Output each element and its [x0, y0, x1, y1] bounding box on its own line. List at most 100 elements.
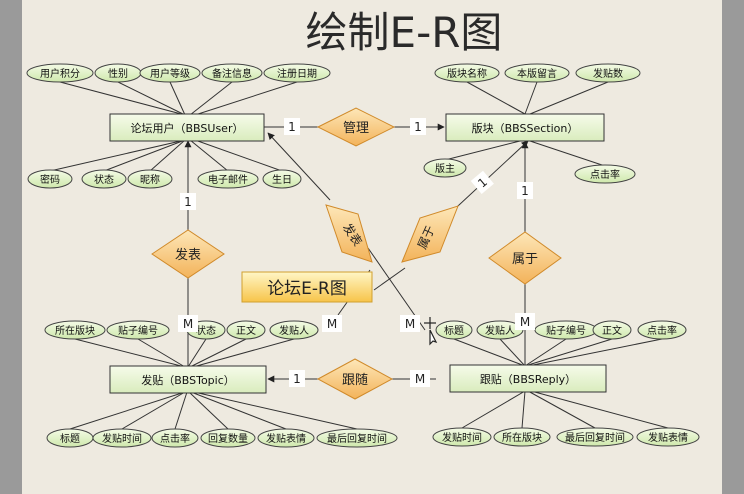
card-follow-reply: M	[415, 372, 425, 386]
attribute-reply-2: 贴子编号	[534, 320, 598, 340]
attribute-user-0: 用户积分	[26, 63, 94, 83]
attribute-label: 点击率	[160, 432, 190, 445]
attribute-label: 发贴数	[593, 67, 623, 80]
cardinality-labels: 1 1 1 M 1 M 1 M 1 M M	[178, 118, 535, 387]
legend-box: 论坛E-R图	[241, 271, 373, 303]
relation-publish: 发表	[151, 229, 225, 279]
attribute-reply-1: 发贴人	[476, 320, 524, 340]
attribute-reply-5: 发贴时间	[432, 427, 492, 447]
attribute-topic-8: 回复数量	[200, 428, 256, 448]
attribute-user-2: 用户等级	[139, 63, 201, 83]
attribute-label: 用户积分	[40, 67, 80, 80]
attribute-label: 生日	[272, 173, 292, 186]
attribute-user-3: 备注信息	[201, 63, 263, 83]
attribute-label: 版主	[435, 162, 455, 175]
attribute-topic-6: 发贴时间	[92, 428, 152, 448]
attribute-label: 昵称	[140, 173, 160, 186]
attribute-user-8: 电子邮件	[197, 169, 259, 189]
attribute-label: 密码	[40, 173, 60, 186]
relation-belong-reply-label: 属于	[512, 252, 538, 267]
attribute-label: 版块名称	[447, 67, 487, 80]
attribute-section-3: 版主	[423, 158, 467, 178]
card-diag-reply: M	[405, 317, 415, 331]
entity-user-label: 论坛用户（BBSUser）	[131, 121, 244, 135]
entity-topic-label: 发贴（BBSTopic）	[141, 373, 235, 387]
card-publish-topic: M	[183, 317, 193, 331]
entity-section-label: 版块（BBSSection）	[472, 121, 579, 135]
attribute-label: 性别	[108, 67, 128, 80]
attribute-label: 最后回复时间	[565, 431, 625, 444]
move-cursor-icon	[424, 317, 438, 346]
attribute-label: 状态	[94, 173, 114, 186]
attribute-topic-7: 点击率	[151, 428, 199, 448]
attribute-label: 本版留言	[517, 67, 557, 80]
relation-follow-label: 跟随	[342, 373, 368, 388]
relation-manage: 管理	[316, 107, 396, 147]
card-manage-user: 1	[288, 120, 296, 134]
attribute-label: 所在版块	[55, 324, 95, 337]
attribute-topic-4: 发贴人	[269, 320, 319, 340]
attribute-section-4: 点击率	[574, 164, 636, 184]
attribute-user-5: 密码	[27, 169, 73, 189]
attribute-label: 用户等级	[150, 67, 190, 80]
attribute-label: 电子邮件	[208, 173, 248, 186]
entity-topic-box: 发贴（BBSTopic）	[109, 365, 267, 394]
attribute-label: 正文	[602, 324, 622, 337]
attribute-label: 注册日期	[277, 67, 317, 80]
entity-section-box: 版块（BBSSection）	[445, 113, 605, 142]
card-publish-user: 1	[184, 195, 192, 209]
entity-reply-label: 跟贴（BBSReply）	[480, 372, 576, 386]
attribute-label: 点击率	[590, 168, 620, 181]
attribute-reply-4: 点击率	[637, 320, 687, 340]
relation-manage-label: 管理	[343, 121, 369, 136]
attribute-topic-0: 所在版块	[44, 320, 106, 340]
attribute-label: 正文	[236, 324, 256, 337]
card-manage-section: 1	[414, 120, 422, 134]
attribute-label: 发贴人	[485, 324, 515, 337]
attribute-topic-1: 贴子编号	[106, 320, 170, 340]
legend-label: 论坛E-R图	[267, 279, 347, 299]
page-title: 绘制E-R图	[306, 8, 503, 57]
relation-belong-diag: 属于	[401, 205, 459, 263]
entity-reply-box: 跟贴（BBSReply）	[449, 364, 607, 393]
attribute-reply-3: 正文	[592, 320, 632, 340]
attribute-topic-9: 发贴表情	[257, 428, 315, 448]
attribute-label: 所在版块	[502, 431, 542, 444]
attribute-group: 用户积分性别用户等级备注信息注册日期密码状态昵称电子邮件生日版块名称本版留言发贴…	[26, 63, 700, 448]
attribute-user-4: 注册日期	[263, 63, 331, 83]
attribute-label: 状态	[196, 324, 216, 337]
attribute-label: 贴子编号	[118, 324, 158, 337]
attribute-section-2: 发贴数	[575, 63, 641, 83]
attribute-label: 最后回复时间	[327, 432, 387, 445]
attribute-reply-8: 发贴表情	[636, 427, 700, 447]
relation-publish-diag: 发表	[325, 204, 373, 263]
attribute-user-9: 生日	[262, 169, 302, 189]
card-belong-reply: M	[520, 315, 530, 329]
attribute-topic-3: 正文	[226, 320, 266, 340]
attribute-user-7: 昵称	[127, 169, 173, 189]
relation-follow: 跟随	[316, 358, 394, 400]
attribute-reply-7: 最后回复时间	[556, 427, 634, 447]
card-diag-topic: M	[327, 317, 337, 331]
attribute-reply-6: 所在版块	[493, 427, 551, 447]
attribute-label: 回复数量	[208, 432, 248, 445]
relation-belong-reply: 属于	[488, 231, 562, 285]
relation-publish-label: 发表	[175, 247, 201, 263]
attribute-topic-10: 最后回复时间	[316, 428, 398, 448]
attribute-label: 备注信息	[212, 67, 252, 80]
attribute-user-1: 性别	[94, 63, 142, 83]
attribute-label: 发贴表情	[648, 431, 688, 444]
attribute-user-6: 状态	[81, 169, 127, 189]
attribute-label: 标题	[444, 325, 464, 337]
card-belong-section: 1	[521, 184, 529, 198]
attribute-label: 贴子编号	[546, 324, 586, 337]
attribute-label: 标题	[60, 433, 80, 445]
attribute-label: 发贴表情	[266, 432, 306, 445]
attribute-label: 发贴人	[279, 324, 309, 337]
attribute-section-1: 本版留言	[504, 63, 570, 83]
attribute-section-0: 版块名称	[434, 63, 500, 83]
attribute-label: 点击率	[647, 324, 677, 337]
attribute-label: 发贴时间	[442, 431, 482, 444]
